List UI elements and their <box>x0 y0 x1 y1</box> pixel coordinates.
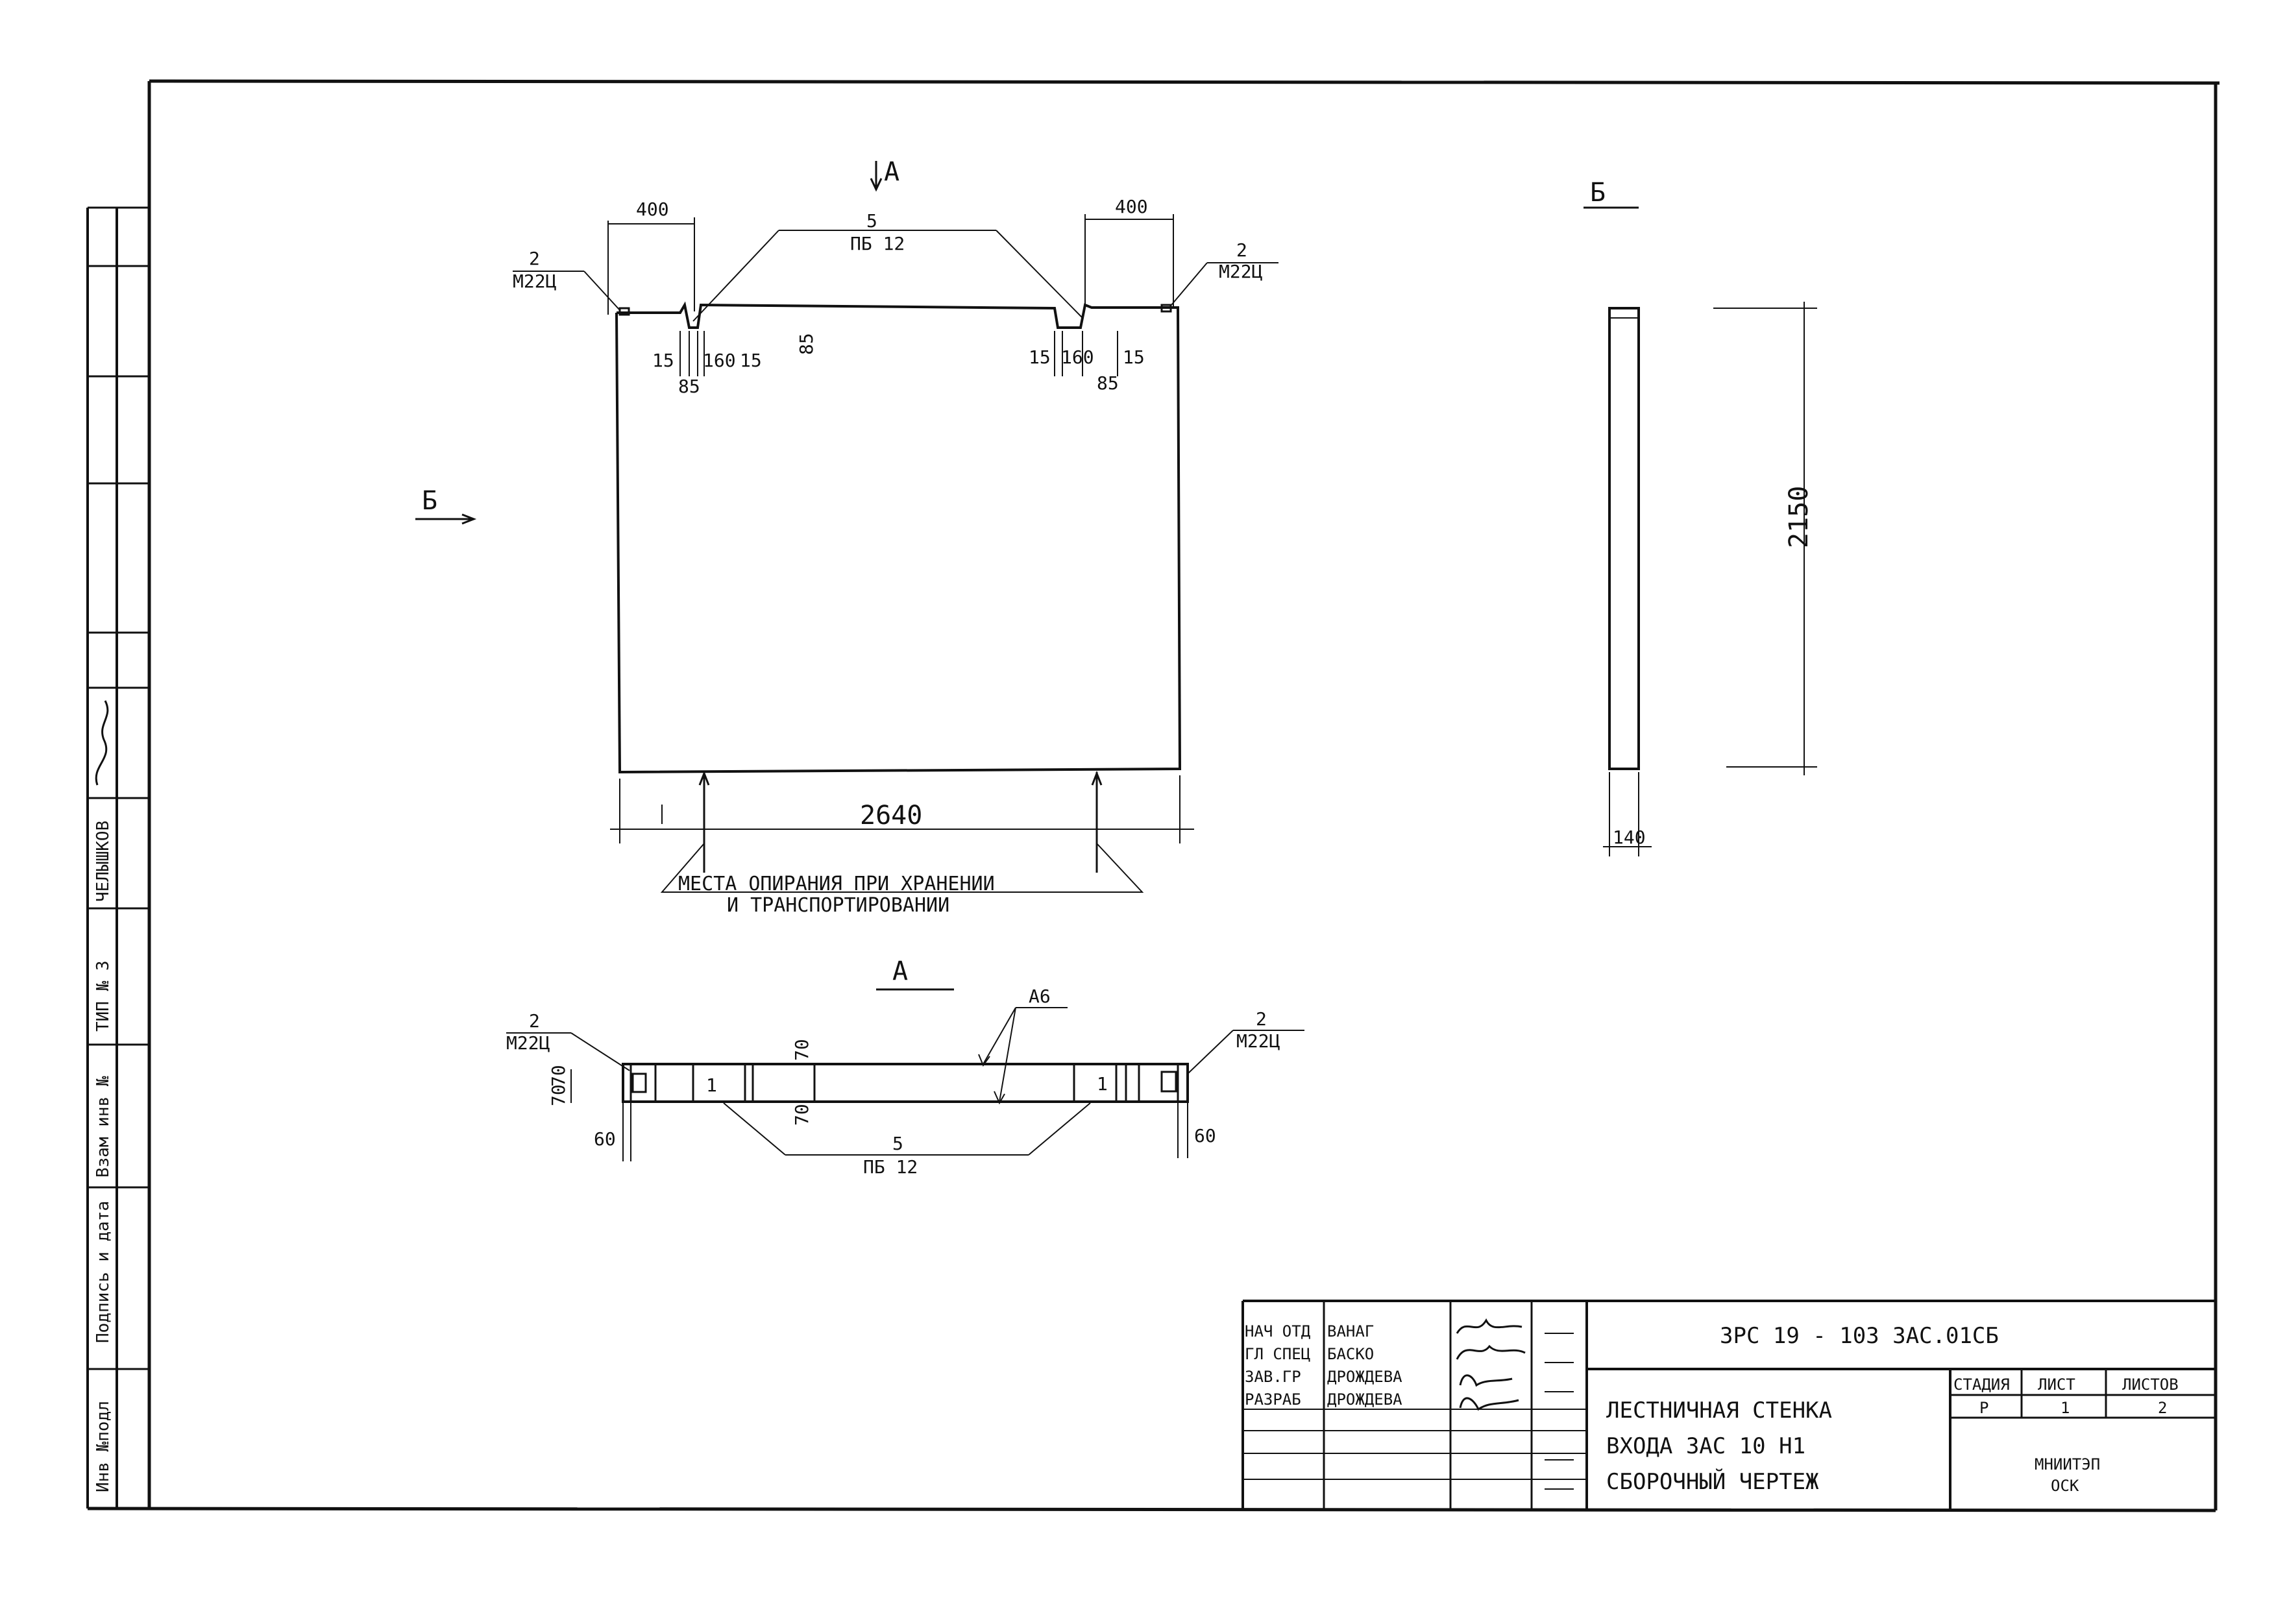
tb-name-3: ДРОЖДЕВА <box>1327 1368 1402 1386</box>
section-b-title: Б <box>1590 178 1606 208</box>
dim-right-400: 400 <box>1115 196 1148 217</box>
callout-top-name: ПБ 12 <box>850 233 905 254</box>
view-arrow-b-label: Б <box>422 486 437 516</box>
tb-org-line2: ОСК <box>2051 1477 2079 1495</box>
plan-dim-70c: 70 <box>791 1039 813 1061</box>
notch-right-15b: 15 <box>1123 346 1145 368</box>
tb-title-line2: ВХОДА 3АС 10 Н1 <box>1606 1433 1805 1459</box>
side-stamp-strip: Инв №подл Подпись и дата Взам инв № ТИП … <box>86 206 149 1509</box>
plan-dim-60-left: 60 <box>594 1128 616 1150</box>
tb-sheet-value: 1 <box>2061 1399 2070 1417</box>
tb-role-2: ГЛ СПЕЦ <box>1245 1345 1310 1363</box>
callout-right-num: 2 <box>1236 239 1247 261</box>
wall-panel-outline <box>615 301 1182 774</box>
tb-signature-1 <box>1456 1318 1523 1334</box>
tb-name-2: БАСКО <box>1327 1345 1374 1363</box>
side-stamp-signature <box>95 700 109 786</box>
callout-left-name: М22Ц <box>513 271 557 292</box>
plan-callout-right-num: 2 <box>1256 1008 1267 1030</box>
side-stamp-podp: Подпись и дата <box>93 1201 113 1343</box>
plan-dim-70a: 70 <box>548 1065 569 1087</box>
side-stamp-vzam: Взам инв № <box>93 1076 113 1178</box>
support-note-line1: МЕСТА ОПИРАНИЯ ПРИ ХРАНЕНИИ <box>678 873 995 895</box>
dim-left-400: 400 <box>636 199 669 220</box>
side-stamp-name: ЧЕЛЫШКОВ <box>93 821 113 902</box>
plan-callout-left-name: М22Ц <box>506 1032 550 1054</box>
view-arrow-a-label: A <box>884 157 899 187</box>
notch-right-15a: 15 <box>1029 346 1051 368</box>
plan-pos-left: 1 <box>706 1074 717 1096</box>
callout-left-num: 2 <box>529 248 540 269</box>
wall-plan-outline <box>622 1063 1189 1103</box>
plan-view: А 1 1 2 М22Ц 2 М22Ц <box>506 956 1304 1178</box>
side-stamp-inv-podl: Инв №подл <box>93 1401 113 1492</box>
plan-dim-60-right: 60 <box>1194 1125 1216 1146</box>
dim-thickness-140: 140 <box>1613 827 1646 848</box>
notch-left-15a: 15 <box>652 350 674 371</box>
tb-role-3: ЗАВ.ГР <box>1245 1368 1301 1386</box>
dim-width-2640: 2640 <box>860 801 922 830</box>
tb-org-line1: МНИИТЭП <box>2035 1455 2100 1473</box>
tb-name-4: ДРОЖДЕВА <box>1327 1390 1402 1409</box>
tb-name-1: ВАНАГ <box>1327 1322 1374 1340</box>
plan-dim-70b: 70 <box>548 1084 569 1106</box>
tb-title-line3: СБОРОЧНЫЙ ЧЕРТЕЖ <box>1606 1468 1819 1495</box>
sheet-frame <box>87 79 2220 1512</box>
tb-signature-4 <box>1459 1397 1519 1411</box>
plan-callout-bottom-num: 5 <box>892 1133 903 1154</box>
tb-role-4: РАЗРАБ <box>1245 1390 1301 1409</box>
tb-document-code: 3РС 19 - 103 3АС.01СБ <box>1720 1323 1999 1349</box>
dim-height-2150: 2150 <box>1784 486 1814 548</box>
plan-callout-bottom-name: ПБ 12 <box>863 1156 918 1178</box>
notch-right-85: 85 <box>1097 372 1119 394</box>
section-a-title: А <box>892 956 908 986</box>
plan-callout-a6: А6 <box>1029 986 1051 1007</box>
callout-top-num: 5 <box>866 210 877 232</box>
tb-stage-header: СТАДИЯ <box>1953 1376 2010 1394</box>
notch-depth-85: 85 <box>796 333 817 355</box>
side-view: Б 2150 140 <box>1584 178 1817 856</box>
plan-dim-70d: 70 <box>791 1104 813 1126</box>
tb-title-line1: ЛЕСТНИЧНАЯ СТЕНКА <box>1606 1398 1832 1424</box>
callout-right-name: М22Ц <box>1219 261 1263 282</box>
plan-pos-right: 1 <box>1097 1073 1108 1095</box>
tb-sheets-value: 2 <box>2158 1399 2167 1417</box>
tb-stage-value: Р <box>1979 1399 1988 1417</box>
front-view: A 400 400 5 ПБ 12 2 М22Ц 2 М22Ц <box>513 157 1278 917</box>
tb-signature-2 <box>1456 1344 1526 1360</box>
tb-role-1: НАЧ ОТД <box>1245 1322 1311 1340</box>
notch-left-160: 160 <box>703 350 736 371</box>
title-block: НАЧ ОТД ГЛ СПЕЦ ЗАВ.ГР РАЗРАБ ВАНАГ БАСК… <box>1241 1300 2216 1510</box>
support-note-line2: И ТРАНСПОРТИРОВАНИИ <box>727 894 949 917</box>
notch-left-85: 85 <box>678 376 700 397</box>
tb-sheet-header: ЛИСТ <box>2038 1376 2075 1394</box>
side-stamp-tip: ТИП № 3 <box>93 960 113 1032</box>
tb-sheets-header: ЛИСТОВ <box>2122 1376 2179 1394</box>
notch-left-15b: 15 <box>740 350 762 371</box>
wall-edge-profile <box>1608 307 1640 770</box>
plan-callout-right-name: М22Ц <box>1236 1030 1280 1052</box>
notch-right-160: 160 <box>1061 346 1094 368</box>
view-arrow-b: Б <box>415 486 477 525</box>
tb-signature-3 <box>1459 1374 1513 1387</box>
plan-callout-left-num: 2 <box>529 1010 540 1032</box>
